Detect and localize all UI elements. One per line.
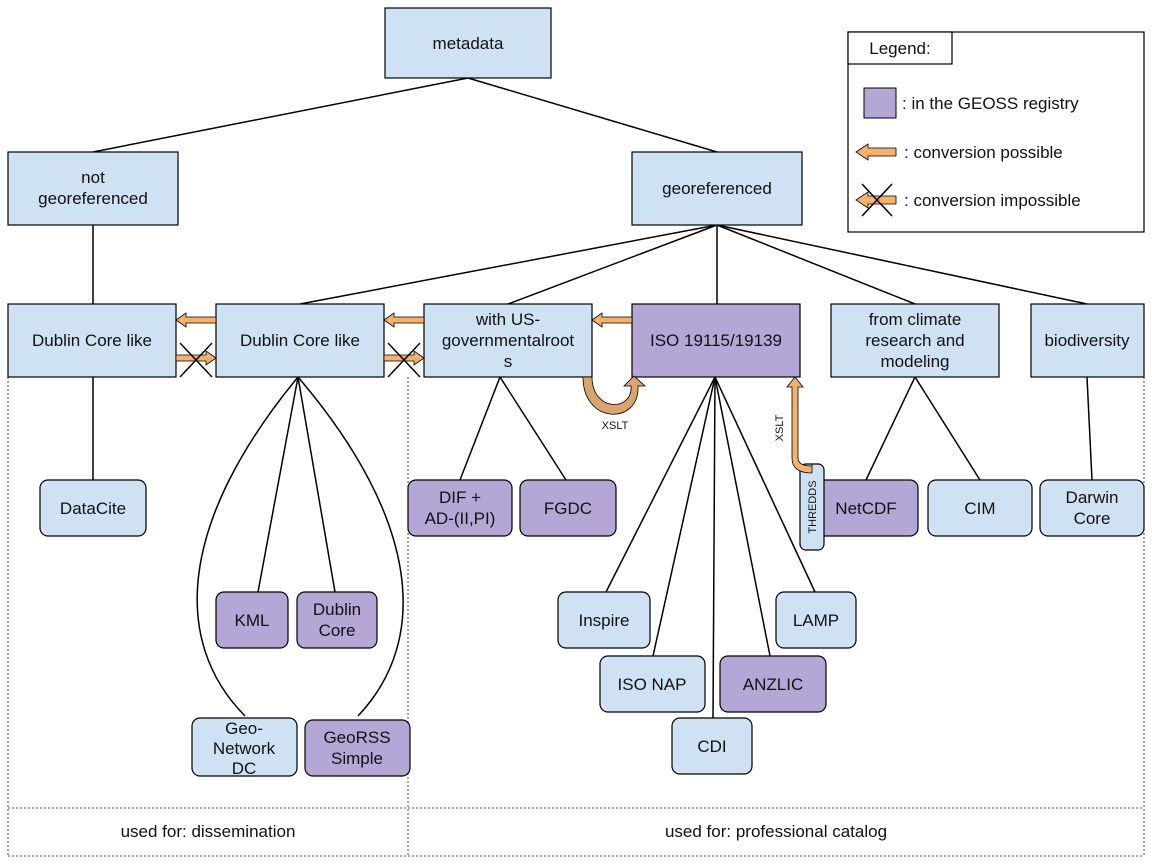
node-georeferenced-label: georeferenced (662, 179, 772, 198)
legend-title: Legend: (869, 39, 930, 58)
left-arrow-icon (591, 312, 633, 328)
node-us-gov-roots-label-3: s (504, 352, 513, 371)
node-dif: DIF + AD-(II,PI) (407, 479, 513, 537)
node-biodiversity-label: biodiversity (1044, 331, 1130, 350)
node-cdi-label: CDI (697, 737, 726, 756)
node-darwin-core-label-1: Darwin (1066, 488, 1119, 507)
node-dublin-core-like-mid: Dublin Core like (215, 303, 385, 378)
node-metadata-label: metadata (433, 34, 504, 53)
node-cim-label: CIM (964, 499, 995, 518)
node-georss-simple-label-2: Simple (331, 749, 383, 768)
node-us-gov-roots-label-1: with US- (475, 310, 540, 329)
node-dublin-core-like-left-label: Dublin Core like (32, 331, 152, 350)
node-inspire: Inspire (557, 591, 651, 649)
legend-registry-label: : in the GEOSS registry (902, 94, 1079, 113)
legend-registry-swatch (863, 87, 897, 119)
node-geonetwork-dc-label-1: Geo- (225, 719, 263, 738)
node-dublin-core-like-mid-label: Dublin Core like (240, 331, 360, 350)
node-climate-label-2: research and (865, 331, 964, 350)
node-darwin-core: Darwin Core (1039, 479, 1145, 537)
left-arrow-icon (175, 312, 217, 328)
node-cdi: CDI (671, 717, 753, 775)
node-fgdc-label: FGDC (544, 499, 592, 518)
node-climate-label-1: from climate (869, 310, 962, 329)
conversion-arrows: XSLT XSLT (175, 312, 813, 474)
node-us-gov-roots: with US- governmentalroot s (423, 303, 593, 378)
xslt-loop-label: XSLT (602, 420, 629, 432)
left-arrow-icon (855, 143, 897, 161)
left-arrow-icon (383, 312, 425, 328)
node-cim: CIM (927, 479, 1033, 537)
node-netcdf-label: NetCDF (835, 499, 896, 518)
node-thredds: THREDDS (799, 463, 825, 551)
node-iso-19115-label: ISO 19115/19139 (650, 331, 782, 350)
crossed-arrow-icon (383, 342, 425, 378)
node-darwin-core-label-2: Core (1074, 509, 1111, 528)
node-netcdf: NetCDF (811, 479, 919, 537)
node-datacite-label: DataCite (60, 499, 126, 518)
connector-lines (92, 77, 1093, 719)
node-not-georeferenced: not georeferenced (7, 151, 179, 226)
node-kml: KML (215, 591, 289, 649)
node-geonetwork-dc-label-2: Network (213, 739, 276, 758)
node-climate-label-3: modeling (881, 352, 950, 371)
node-dublin-core-label-2: Core (319, 621, 356, 640)
node-biodiversity: biodiversity (1030, 303, 1145, 378)
node-iso-nap-label: ISO NAP (618, 675, 687, 694)
legend-impossible-label: : conversion impossible (904, 191, 1081, 210)
node-dublin-core-like-left: Dublin Core like (7, 303, 177, 378)
node-georss-simple: GeoRSS Simple (304, 719, 411, 777)
crossed-arrow-icon (855, 183, 897, 217)
node-not-georeferenced-label-2: georeferenced (38, 189, 148, 208)
node-dif-label-2: AD-(II,PI) (425, 509, 496, 528)
node-not-georeferenced-label-1: not (81, 168, 105, 187)
crossed-arrow-icon (175, 342, 217, 378)
node-kml-label: KML (235, 611, 270, 630)
node-lamp-label: LAMP (793, 611, 839, 630)
legend-possible-label: : conversion possible (904, 143, 1063, 162)
node-geonetwork-dc: Geo- Network DC (191, 717, 298, 778)
node-datacite: DataCite (39, 479, 147, 537)
loop-arrow-icon (582, 375, 647, 415)
node-georss-simple-label-1: GeoRSS (323, 728, 390, 747)
node-anzlic: ANZLIC (719, 655, 827, 713)
node-iso-nap: ISO NAP (599, 655, 706, 713)
up-arrow-icon (786, 376, 813, 474)
node-dublin-core: Dublin Core (296, 591, 378, 649)
node-inspire-label: Inspire (578, 611, 629, 630)
node-us-gov-roots-label-2: governmentalroot (442, 331, 575, 350)
node-climate: from climate research and modeling (830, 303, 1000, 378)
region-separators (7, 377, 1145, 857)
footer-dissemination: used for: dissemination (121, 822, 296, 841)
node-dif-label-1: DIF + (439, 488, 481, 507)
node-iso-19115: ISO 19115/19139 (631, 303, 801, 378)
xslt-vertical-label: XSLT (774, 414, 786, 441)
node-geonetwork-dc-label-3: DC (232, 759, 257, 778)
node-lamp: LAMP (775, 591, 857, 649)
node-metadata: metadata (384, 7, 552, 79)
legend: Legend: : in the GEOSS registry : conver… (847, 31, 1145, 233)
node-dublin-core-label-1: Dublin (313, 600, 361, 619)
node-georeferenced: georeferenced (631, 151, 803, 226)
footer-professional-catalog: used for: professional catalog (665, 822, 887, 841)
node-thredds-label: THREDDS (807, 480, 819, 533)
node-fgdc: FGDC (519, 479, 617, 537)
node-anzlic-label: ANZLIC (743, 675, 803, 694)
